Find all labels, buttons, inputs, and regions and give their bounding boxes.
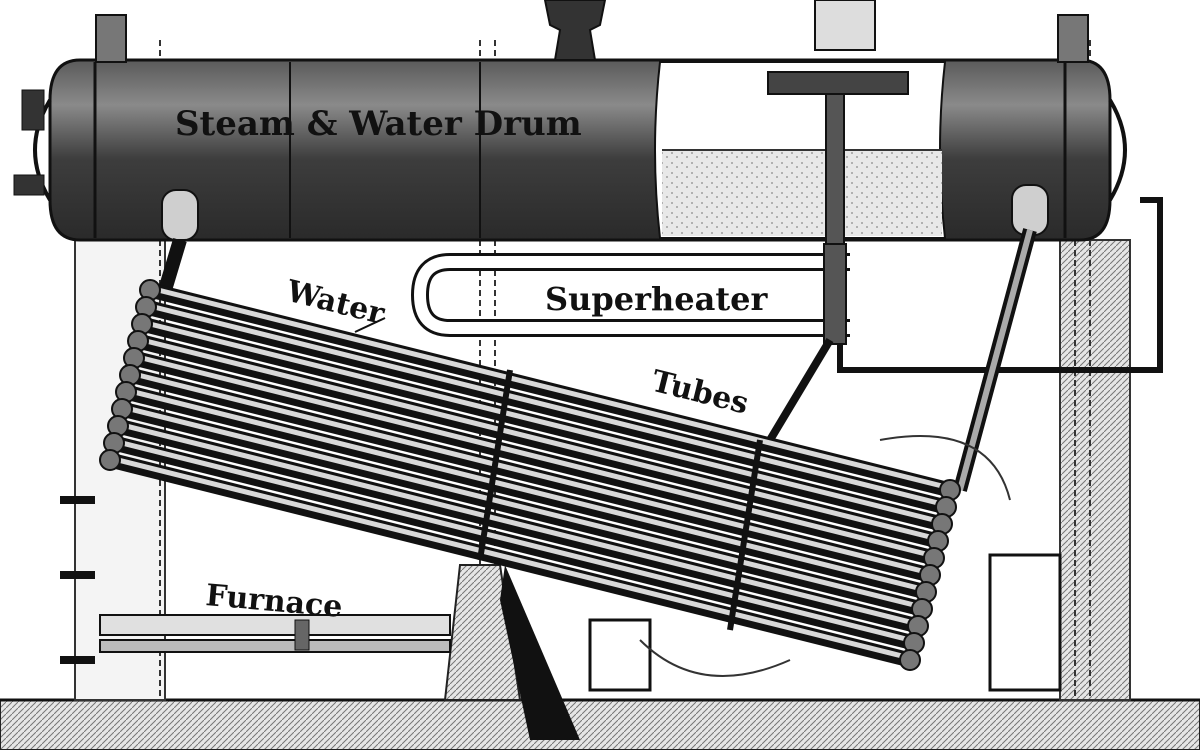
tube-baffle bbox=[477, 369, 513, 561]
water-tube-highlight bbox=[133, 353, 935, 559]
water-tube-highlight bbox=[109, 455, 911, 661]
water-tube-highlight bbox=[117, 421, 919, 627]
water-tube-highlight bbox=[145, 302, 947, 508]
tube-header-joint bbox=[899, 649, 921, 671]
tube-baffle bbox=[727, 439, 763, 631]
label-drum: Steam & Water Drum bbox=[175, 104, 582, 144]
water-tube-highlight bbox=[149, 285, 951, 491]
superheater-coil bbox=[410, 197, 1163, 373]
water-tube-highlight bbox=[129, 370, 931, 576]
steam-water-drum bbox=[13, 0, 1127, 245]
water-tube-highlight bbox=[137, 336, 939, 542]
water-tube-highlight bbox=[121, 404, 923, 610]
water-tube-bank bbox=[99, 279, 961, 671]
tube-header-joint bbox=[99, 449, 121, 471]
foundation bbox=[0, 698, 1200, 750]
label-superheater: Superheater bbox=[545, 280, 768, 318]
water-tube-highlight bbox=[141, 319, 943, 525]
water-tube-highlight bbox=[125, 387, 927, 593]
furnace-grate bbox=[60, 435, 1062, 692]
water-tube-highlight bbox=[113, 438, 915, 644]
